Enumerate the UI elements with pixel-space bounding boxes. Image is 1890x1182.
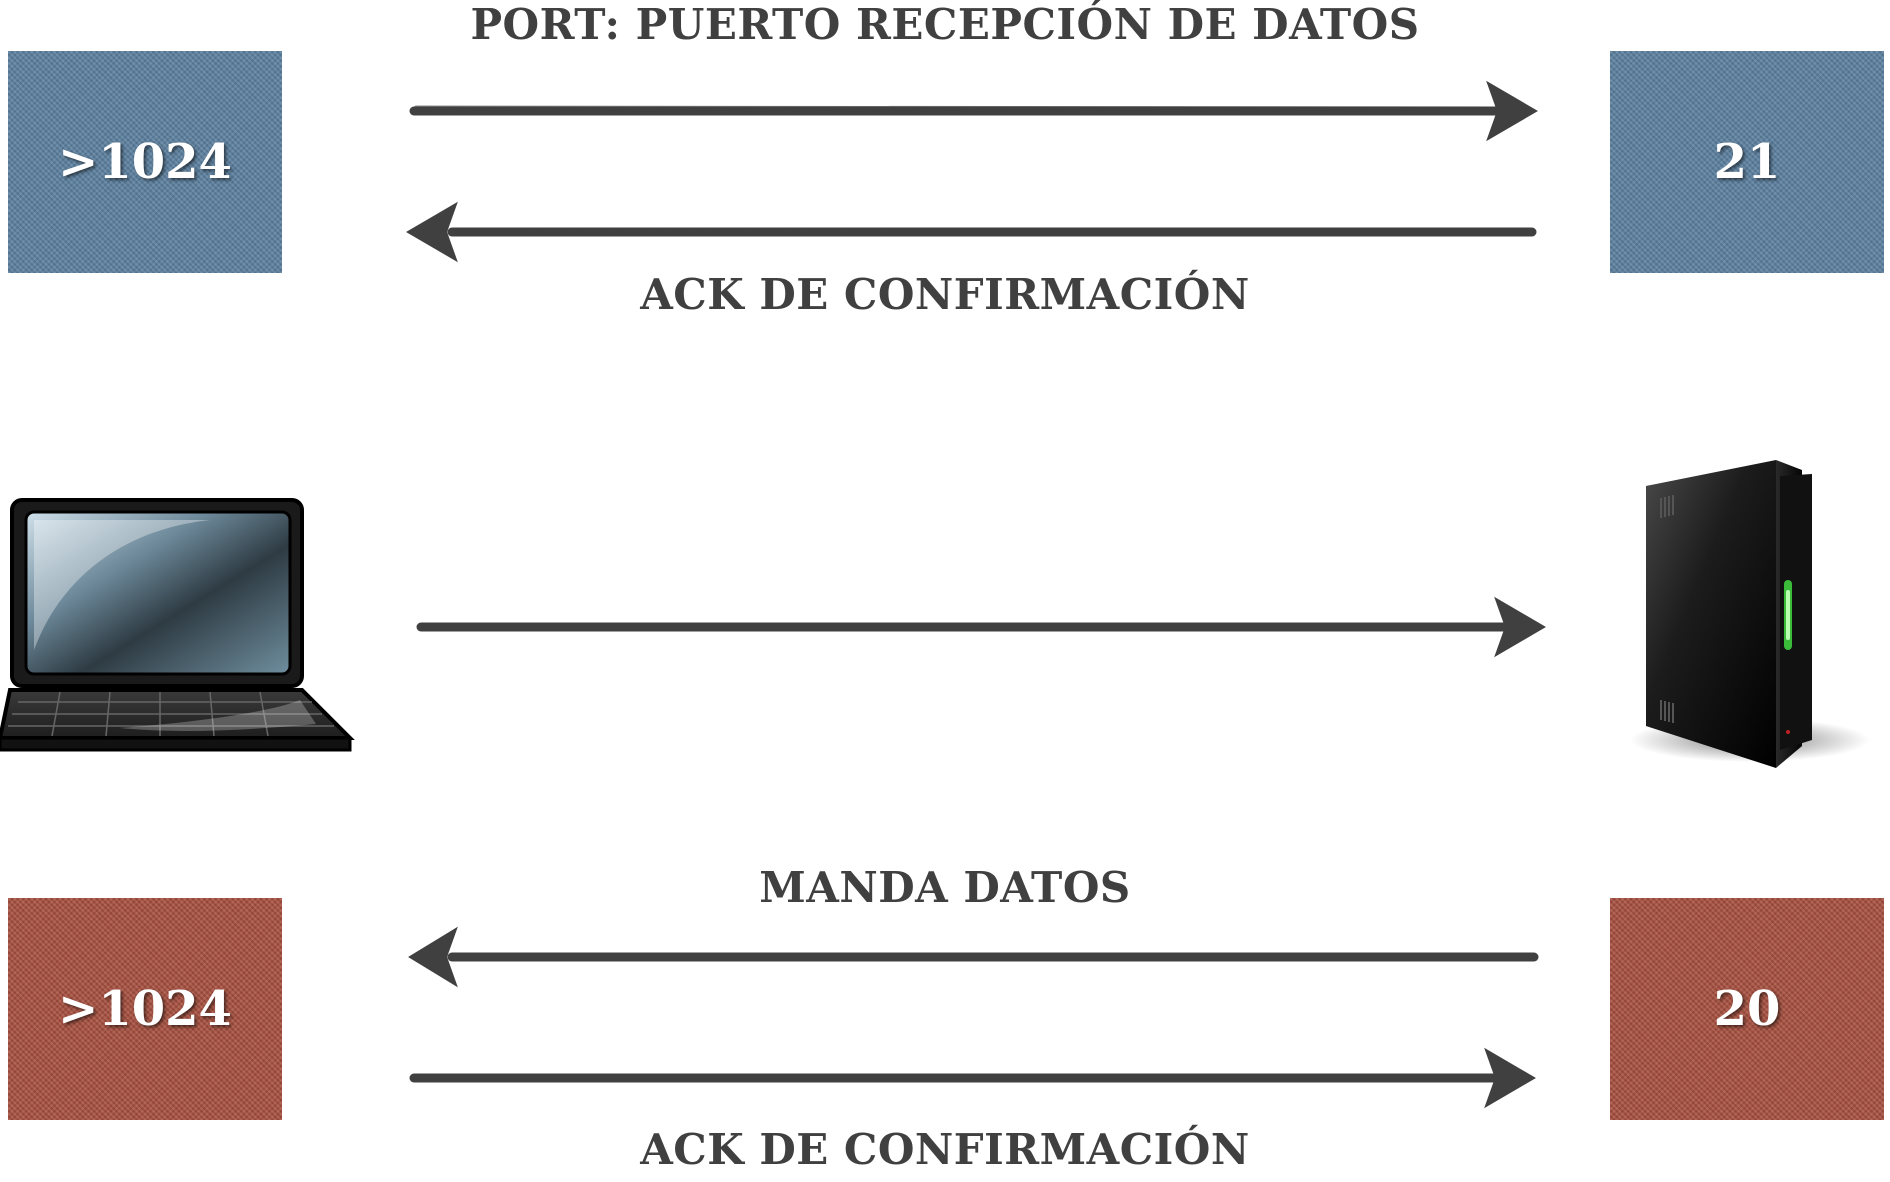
ack-confirmation-label-bottom: ACK DE CONFIRMACIÓN [640, 1125, 1250, 1174]
ack-confirmation-label-top: ACK DE CONFIRMACIÓN [640, 270, 1250, 319]
client-data-port-box: >1024 [8, 898, 282, 1120]
server-icon [1630, 460, 1870, 768]
send-data-label: MANDA DATOS [759, 863, 1131, 912]
server-control-port-box: 21 [1610, 51, 1884, 273]
server-data-port-box: 20 [1610, 898, 1884, 1120]
laptop-icon [0, 498, 355, 752]
client-control-port-box: >1024 [8, 51, 282, 273]
port-reception-label: PORT: PUERTO RECEPCIÓN DE DATOS [470, 0, 1420, 49]
